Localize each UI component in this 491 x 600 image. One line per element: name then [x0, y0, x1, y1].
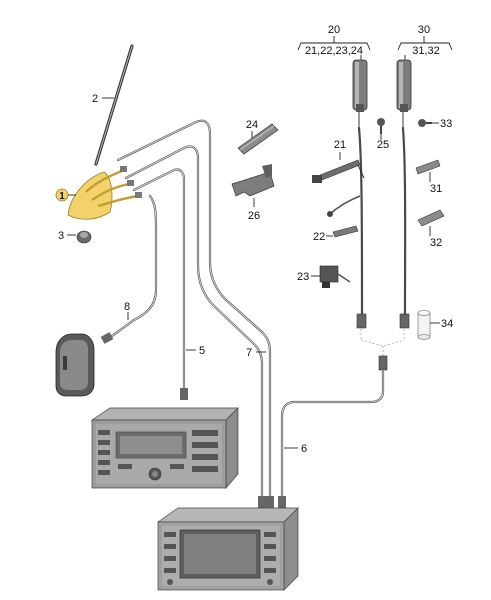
screw-33: 33: [418, 118, 452, 130]
label-5: 5: [199, 345, 205, 357]
screw-25: 25: [377, 118, 389, 151]
nut-3: 3: [58, 230, 92, 244]
radio-unit: [90, 407, 239, 489]
part-34-sleeve: 34: [417, 310, 453, 340]
part-31: 31: [415, 159, 442, 195]
label-2: 2: [92, 93, 98, 105]
cable-6: [278, 368, 385, 508]
label-32: 32: [430, 237, 442, 249]
label-22: 22: [313, 231, 325, 243]
cable-bundle-left: [100, 119, 274, 508]
antenna-amplifier-20: [352, 55, 368, 127]
label-30-sub: 31,32: [412, 45, 440, 57]
part-24-cable: [327, 195, 361, 217]
label-6: 6: [301, 443, 307, 455]
antenna-base-1: 1: [55, 166, 142, 220]
label-25: 25: [377, 139, 389, 151]
label-23: 23: [297, 271, 309, 283]
label-30: 30: [418, 24, 430, 36]
part-24-bracket: 24: [237, 119, 279, 155]
part-26-holder: 26: [231, 164, 275, 222]
part-32: 32: [417, 209, 445, 249]
label-20-sub: 21,22,23,24: [305, 45, 363, 57]
part-21: 21: [312, 139, 365, 183]
label-24: 24: [246, 119, 258, 131]
label-31: 31: [430, 183, 442, 195]
group-bracket-30: 30 31,32: [397, 24, 453, 57]
antenna-amplifier-30: [396, 55, 412, 127]
label-20: 20: [328, 24, 340, 36]
part-23: 23: [297, 265, 351, 288]
amplifier-cables: [356, 126, 410, 371]
label-33: 33: [440, 118, 452, 130]
part-22: 22: [313, 225, 359, 243]
label-3: 3: [58, 230, 64, 242]
label-21: 21: [334, 139, 346, 151]
label-8: 8: [124, 301, 130, 313]
label-1: 1: [59, 191, 65, 202]
label-7: 7: [246, 347, 252, 359]
navigation-unit: [156, 507, 299, 591]
label-group-cables: 5 7 6 8: [124, 301, 307, 455]
group-bracket-20: 20 21,22,23,24: [297, 24, 371, 57]
label-26: 26: [248, 210, 260, 222]
antenna-module-box: [55, 333, 95, 397]
antenna-rod-2: 2: [92, 44, 134, 166]
label-34: 34: [441, 318, 453, 330]
